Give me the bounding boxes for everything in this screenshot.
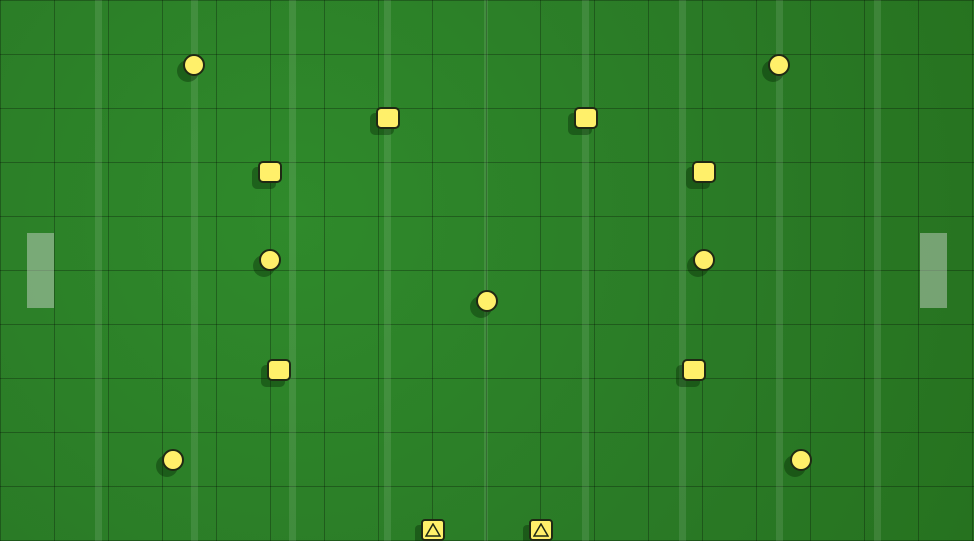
field-stripe — [95, 0, 102, 541]
field-stripe — [679, 0, 686, 541]
left-goal — [27, 233, 54, 308]
field-stripe — [384, 0, 391, 541]
player-token-triangle[interactable] — [529, 519, 553, 541]
player-token-circle[interactable] — [162, 449, 184, 471]
field-stripe — [289, 0, 296, 541]
ball-token[interactable] — [476, 290, 498, 312]
field-stripe — [191, 0, 198, 541]
right-goal — [920, 233, 947, 308]
player-token-triangle[interactable] — [421, 519, 445, 541]
player-token-circle[interactable] — [790, 449, 812, 471]
field-center-line — [484, 0, 488, 541]
player-token-square[interactable] — [258, 161, 282, 183]
triangle-icon — [425, 523, 441, 537]
player-token-circle[interactable] — [259, 249, 281, 271]
field-stripe — [874, 0, 881, 541]
triangle-icon — [533, 523, 549, 537]
player-token-square[interactable] — [682, 359, 706, 381]
player-token-square[interactable] — [376, 107, 400, 129]
player-token-circle[interactable] — [693, 249, 715, 271]
player-token-circle[interactable] — [768, 54, 790, 76]
player-token-square[interactable] — [574, 107, 598, 129]
field-stripe — [582, 0, 589, 541]
player-token-square[interactable] — [692, 161, 716, 183]
player-token-circle[interactable] — [183, 54, 205, 76]
field-stripe — [776, 0, 783, 541]
player-token-square[interactable] — [267, 359, 291, 381]
